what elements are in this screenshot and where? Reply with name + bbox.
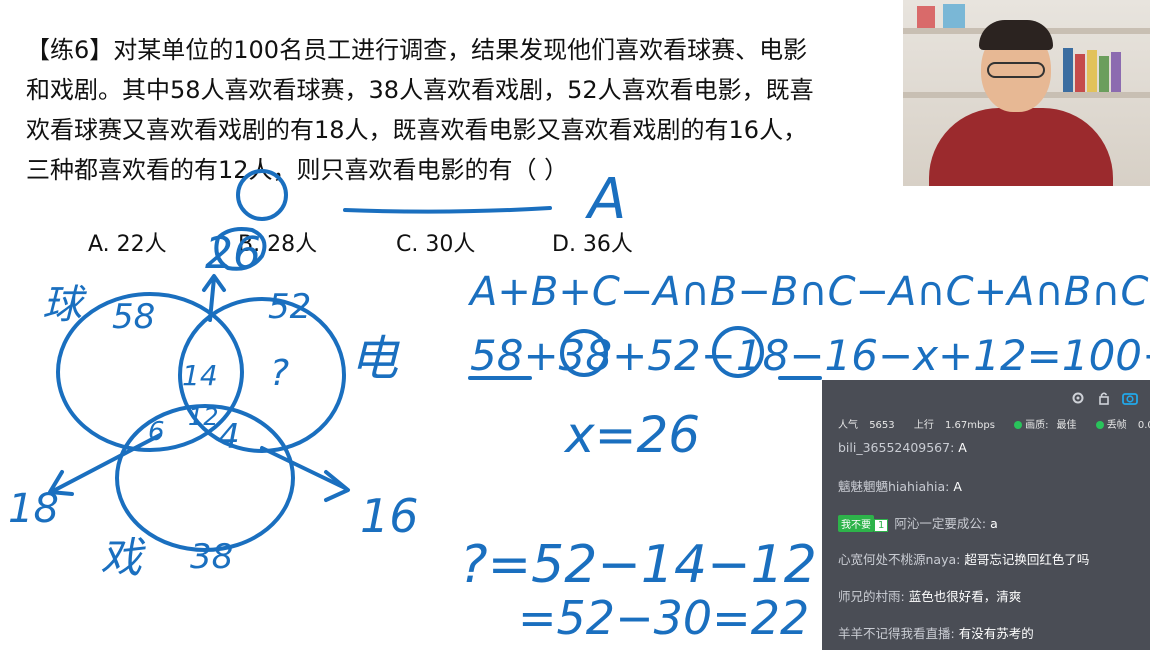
presenter-glasses <box>987 62 1045 78</box>
fan-medal-badge: 我不要 <box>838 515 874 532</box>
choice-b: B. 28人 <box>238 232 318 257</box>
circle-movie <box>178 297 346 453</box>
webcam-feed <box>903 0 1150 186</box>
presenter-body <box>929 108 1113 186</box>
stream-stats: 人气 5653 上行 1.67mbps 画质: 最佳 丢帧 0.0% <box>838 416 1150 431</box>
book <box>1111 52 1121 92</box>
arrow-16-head <box>324 470 350 502</box>
drop-value: 0.0% <box>1137 420 1150 431</box>
region-question: ? <box>270 353 289 394</box>
problem-line-4: 三种都喜欢看的有12人，则只喜欢看电影的有（ ） <box>26 156 569 184</box>
chat-username[interactable]: bili_36552409567: <box>838 440 955 455</box>
fan-medal-level: 1 <box>874 519 889 532</box>
chat-username[interactable]: 羊羊不记得我看直播: <box>838 626 955 641</box>
label-ball-count: 58 <box>112 297 155 337</box>
problem-text: 【练6】对某单位的100名员工进行调查，结果发现他们喜欢看球赛、电影 和戏剧。其… <box>26 30 906 190</box>
book <box>917 6 935 28</box>
label-ball: 球 <box>42 282 87 328</box>
answer-mark: A <box>585 167 626 232</box>
book <box>1075 54 1085 92</box>
upload-label: 上行 <box>913 420 934 431</box>
circle-18 <box>712 326 764 378</box>
upload-value: 1.67mbps <box>945 420 995 431</box>
chat-username[interactable]: 阿沁一定要成公: <box>894 516 987 531</box>
chat-text: 蓝色也很好看，清爽 <box>908 589 1022 604</box>
arrow-18 <box>53 433 162 492</box>
quality-value: 最佳 <box>1056 420 1077 431</box>
arrow-18-head <box>48 470 74 496</box>
book <box>943 4 965 28</box>
circle-ball <box>56 292 244 452</box>
chat-message: 羊羊不记得我看直播: 有没有苏考的 <box>838 623 1034 642</box>
problem-line-2: 和戏剧。其中58人喜欢看球赛，38人喜欢看戏剧，52人喜欢看电影，既喜 <box>26 76 814 104</box>
chat-username[interactable]: 师兄的村雨: <box>838 589 905 604</box>
label-movie-count: 52 <box>268 287 311 327</box>
chat-text: 超哥忘记换回红色了吗 <box>964 552 1090 567</box>
chat-text: A <box>958 440 967 455</box>
choice-c: C. 30人 <box>396 232 476 257</box>
arrow-up-head <box>202 274 226 292</box>
arrow-16 <box>260 446 347 490</box>
circle-38 <box>560 329 608 377</box>
problem-line-3: 欢看球赛又喜欢看戏剧的有18人，既喜欢看电影又喜欢看戏剧的有16人， <box>26 116 808 144</box>
solution: x=26 <box>563 406 700 464</box>
label-drama-count: 38 <box>190 537 233 577</box>
mark-26: 26 <box>205 228 261 279</box>
camera-icon[interactable] <box>1122 390 1138 406</box>
chat-message: 师兄的村雨: 蓝色也很好看，清爽 <box>838 586 1021 605</box>
drop-status-icon <box>1095 421 1104 429</box>
settings-icon[interactable] <box>1070 390 1086 406</box>
choice-a: A. 22人 <box>88 232 167 257</box>
presenter-hair <box>979 20 1053 50</box>
formula: A+B+C−A∩B−B∩C−A∩C+A∩B∩C=总−都不 <box>467 269 1150 315</box>
region-6: 6 <box>148 417 165 447</box>
chat-text: 有没有苏考的 <box>958 626 1034 641</box>
equation: 58+38+52−18−16−x+12=100−0 <box>470 331 1150 380</box>
label-drama: 戏 <box>100 533 146 582</box>
circle-12 <box>236 169 288 221</box>
circle-26 <box>214 227 267 271</box>
book <box>1087 50 1097 92</box>
region-12: 12 <box>188 403 219 431</box>
chat-message: 心宽何处不桃源naya: 超哥忘记换回红色了吗 <box>838 549 1089 568</box>
quality-status-icon <box>1014 421 1023 429</box>
chat-username[interactable]: 心宽何处不桃源naya: <box>838 552 961 567</box>
popularity-value: 5653 <box>869 420 895 431</box>
live-chat-panel: 人气 5653 上行 1.67mbps 画质: 最佳 丢帧 0.0% bili_3… <box>822 380 1150 650</box>
arrow-16-label: 16 <box>360 489 419 543</box>
popularity-label: 人气 <box>838 420 858 431</box>
book <box>1063 48 1073 92</box>
quality-label: 画质: <box>1025 420 1049 431</box>
lock-icon[interactable] <box>1096 390 1112 406</box>
answer-choices: A. 22人 B. 28人 C. 30人 D. 36人 <box>88 226 788 260</box>
region-4: 4 <box>218 417 240 457</box>
chat-message: bili_36552409567: A <box>838 440 967 455</box>
chat-toolbar <box>1070 390 1138 408</box>
underline-only-movie <box>343 206 552 214</box>
arrow-18-label: 18 <box>8 486 59 532</box>
calc-line-2: =52−30=22 <box>518 591 809 645</box>
chat-text: a <box>990 516 998 531</box>
calc-line-1: ?=52−14−12−4 <box>460 535 893 595</box>
region-14: 14 <box>182 359 218 392</box>
drop-label: 丢帧 <box>1106 420 1127 431</box>
label-movie: 电 <box>350 331 400 387</box>
book <box>1099 56 1109 92</box>
circle-drama <box>115 404 295 552</box>
choice-d: D. 36人 <box>552 232 633 257</box>
problem-line-1: 【练6】对某单位的100名员工进行调查，结果发现他们喜欢看球赛、电影 <box>26 36 808 64</box>
chat-text: A <box>953 479 962 494</box>
chat-username[interactable]: 魑魅魍魉hiahiahia: <box>838 479 950 494</box>
chat-message: 魑魅魍魉hiahiahia: A <box>838 476 962 495</box>
